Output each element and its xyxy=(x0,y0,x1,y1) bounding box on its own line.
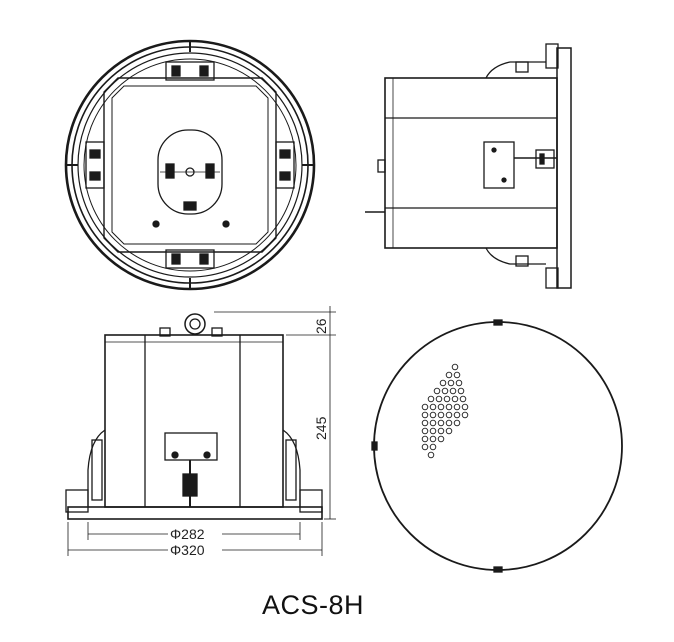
grille-hole xyxy=(447,379,455,387)
grille-hole xyxy=(437,427,445,435)
front-elevation xyxy=(65,306,336,556)
grille-hole xyxy=(445,427,453,435)
grille-hole xyxy=(441,387,449,395)
dim-height-main: 245 xyxy=(313,416,329,440)
grille-hole xyxy=(453,371,461,379)
grille-hole xyxy=(429,427,437,435)
grille-hole xyxy=(451,395,459,403)
grille-hole xyxy=(429,419,437,427)
grille-hole xyxy=(437,411,445,419)
grille-hole xyxy=(437,435,445,443)
dim-height-top: 26 xyxy=(313,318,329,334)
grille-view xyxy=(371,319,623,573)
grille-hole xyxy=(453,419,461,427)
grille-hole xyxy=(455,379,463,387)
grille-perforations xyxy=(421,363,469,459)
grille-hole xyxy=(421,403,429,411)
grille-hole xyxy=(445,403,453,411)
grille-hole xyxy=(449,387,457,395)
grille-hole xyxy=(459,395,467,403)
grille-hole xyxy=(443,395,451,403)
grille-hole xyxy=(437,403,445,411)
grille-hole xyxy=(427,451,435,459)
grille-hole xyxy=(421,419,429,427)
side-view xyxy=(365,43,572,289)
grille-hole xyxy=(421,435,429,443)
top-view xyxy=(64,39,316,291)
grille-hole xyxy=(427,395,435,403)
grille-hole xyxy=(429,443,437,451)
grille-hole xyxy=(421,427,429,435)
grille-hole xyxy=(421,411,429,419)
grille-hole xyxy=(461,411,469,419)
grille-hole xyxy=(437,419,445,427)
grille-hole xyxy=(429,411,437,419)
grille-hole xyxy=(453,403,461,411)
grille-hole xyxy=(445,419,453,427)
dim-diameter-inner: Φ282 xyxy=(170,526,205,542)
grille-hole xyxy=(445,411,453,419)
grille-hole xyxy=(445,371,453,379)
grille-hole xyxy=(429,403,437,411)
grille-hole xyxy=(421,443,429,451)
grille-hole xyxy=(433,387,441,395)
grille-hole xyxy=(429,435,437,443)
dim-diameter-outer: Φ320 xyxy=(170,542,205,558)
grille-hole xyxy=(439,379,447,387)
grille-hole xyxy=(435,395,443,403)
grille-hole xyxy=(451,363,459,371)
grille-hole xyxy=(453,411,461,419)
model-name: ACS-8H xyxy=(262,590,365,620)
grille-hole xyxy=(461,403,469,411)
grille-hole xyxy=(457,387,465,395)
